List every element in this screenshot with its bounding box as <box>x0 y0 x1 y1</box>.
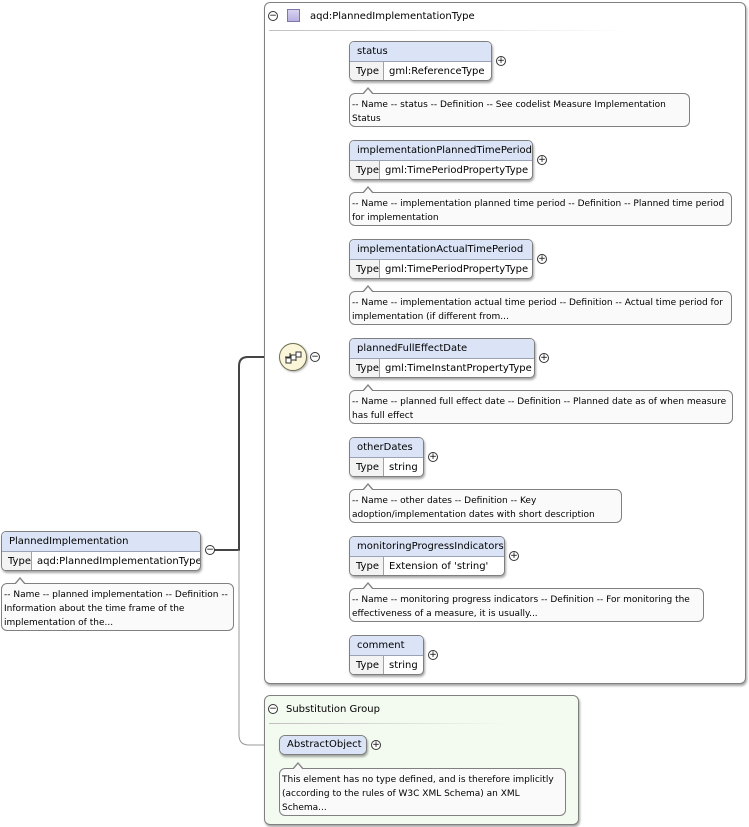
header-divider <box>269 30 629 31</box>
documentation-note: -- Name -- implementation planned time p… <box>349 186 732 226</box>
documentation-note: -- Name -- planned full effect date -- D… <box>349 384 733 424</box>
collapse-toggle[interactable]: − <box>268 11 278 21</box>
type-label: Type <box>350 62 384 80</box>
complex-type-title: aqd:PlannedImplementationType <box>310 11 475 22</box>
expand-toggle[interactable]: + <box>496 56 506 66</box>
type-label: Type <box>350 656 384 674</box>
type-value: gml:TimePeriodPropertyType <box>384 165 529 176</box>
type-label: Type <box>2 552 32 570</box>
note-text: This element has no type defined, and is… <box>282 775 554 813</box>
note-text: -- Name -- monitoring progress indicator… <box>352 595 690 619</box>
documentation-note: -- Name -- status -- Definition -- See c… <box>349 87 690 127</box>
expand-toggle[interactable]: + <box>537 254 547 264</box>
expand-toggle[interactable]: + <box>509 551 519 561</box>
type-value: Extension of 'string' <box>389 561 489 572</box>
type-label: Type <box>350 161 380 179</box>
element-comment[interactable]: comment Type string <box>349 635 424 675</box>
element-name: status <box>350 42 491 62</box>
type-value: gml:TimeInstantPropertyType <box>384 363 532 374</box>
element-abstract-object[interactable]: AbstractObject <box>279 735 367 755</box>
type-value: string <box>389 462 418 473</box>
collapse-toggle[interactable]: − <box>310 352 320 362</box>
element-monitoring-progress-indicators[interactable]: monitoringProgressIndicators Type Extens… <box>349 536 505 576</box>
type-label: Type <box>350 557 384 575</box>
note-text: -- Name -- planned full effect date -- D… <box>352 397 727 421</box>
complex-type-icon <box>287 9 300 22</box>
sequence-compositor[interactable] <box>279 343 307 371</box>
type-label: Type <box>350 359 380 377</box>
element-other-dates[interactable]: otherDates Type string <box>349 437 424 477</box>
collapse-toggle[interactable]: − <box>268 704 278 714</box>
collapse-toggle[interactable]: − <box>205 545 215 555</box>
expand-toggle[interactable]: + <box>428 650 438 660</box>
element-planned-full-effect-date[interactable]: plannedFullEffectDate Type gml:TimeInsta… <box>349 338 535 378</box>
element-implementation-planned-time-period[interactable]: implementationPlannedTimePeriod Type gml… <box>349 140 533 180</box>
element-name: PlannedImplementation <box>2 532 200 552</box>
type-value: aqd:PlannedImplementationType <box>36 556 201 567</box>
type-value: gml:TimePeriodPropertyType <box>384 264 529 275</box>
type-value: string <box>389 660 418 671</box>
sequence-icon <box>285 351 302 364</box>
substitution-group-title: Substitution Group <box>286 704 380 715</box>
note-text: -- Name -- planned implementation -- Def… <box>4 590 228 628</box>
type-label: Type <box>350 260 380 278</box>
type-value: gml:ReferenceType <box>389 66 485 77</box>
documentation-note: -- Name -- monitoring progress indicator… <box>349 582 704 622</box>
element-name: implementationPlannedTimePeriod <box>350 141 532 161</box>
header-divider <box>269 723 509 724</box>
element-name: comment <box>350 636 423 656</box>
element-name: implementationActualTimePeriod <box>350 240 532 260</box>
note-text: -- Name -- status -- Definition -- See c… <box>352 100 666 124</box>
element-status[interactable]: status Type gml:ReferenceType <box>349 41 492 81</box>
element-name: AbstractObject <box>280 736 366 754</box>
expand-toggle[interactable]: + <box>428 452 438 462</box>
documentation-note: -- Name -- implementation actual time pe… <box>349 285 732 325</box>
documentation-note: This element has no type defined, and is… <box>279 762 566 816</box>
element-implementation-actual-time-period[interactable]: implementationActualTimePeriod Type gml:… <box>349 239 533 279</box>
note-text: -- Name -- implementation actual time pe… <box>352 298 723 322</box>
element-name: plannedFullEffectDate <box>350 339 534 359</box>
element-name: otherDates <box>350 438 423 458</box>
type-label: Type <box>350 458 384 476</box>
note-text: -- Name -- implementation planned time p… <box>352 199 725 223</box>
element-name: monitoringProgressIndicators <box>350 537 504 557</box>
documentation-note: -- Name -- other dates -- Definition -- … <box>349 483 622 523</box>
note-text: -- Name -- other dates -- Definition -- … <box>352 496 595 520</box>
root-element[interactable]: PlannedImplementation Type aqd:PlannedIm… <box>1 531 201 571</box>
documentation-note: -- Name -- planned implementation -- Def… <box>1 577 234 631</box>
expand-toggle[interactable]: + <box>539 353 549 363</box>
expand-toggle[interactable]: + <box>371 740 381 750</box>
expand-toggle[interactable]: + <box>537 155 547 165</box>
